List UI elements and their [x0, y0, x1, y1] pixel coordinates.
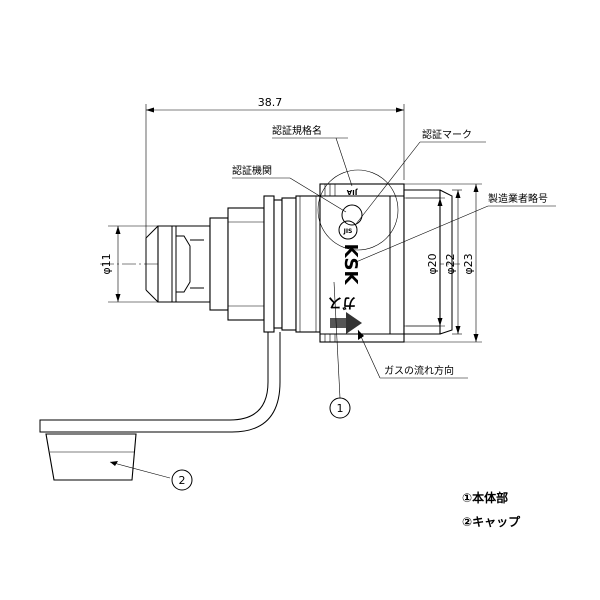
balloon-1-number: 1 [337, 402, 344, 415]
brand-mark: KSK [340, 244, 361, 286]
diameter-dimensions: φ20 φ22 φ23 [404, 183, 482, 343]
flow-direction-label: ガスの流れ方向 [384, 364, 454, 377]
socket-body [319, 183, 453, 343]
plug-part [145, 225, 211, 303]
dia20-value: φ20 [426, 253, 439, 274]
dia23-value: φ23 [462, 253, 475, 274]
gas-mark: ガス [328, 294, 356, 310]
cert-standard-label: 認証規格名 [272, 124, 322, 137]
cert-mark-label: 認証マーク [422, 128, 472, 141]
maker-code-label: 製造業者略号 [488, 192, 548, 205]
cert-body-mark-icon [341, 204, 363, 226]
length-value: 38.7 [258, 96, 283, 109]
cert-text-mark: JIA [346, 188, 358, 196]
length-dimension: 38.7 [145, 96, 405, 246]
legend-item-2: ②キャップ [462, 514, 521, 529]
flange-stack [209, 195, 321, 333]
dia22-value: φ22 [444, 253, 457, 274]
cap-assembly: 2 [39, 332, 281, 491]
cert-mark-zoom-circle [317, 169, 399, 251]
cert-mark-circle-icon [338, 220, 358, 240]
cert-body-label: 認証機関 [232, 164, 272, 177]
balloon-2 [171, 469, 193, 491]
svg-text:JIS: JIS [343, 228, 353, 235]
legend-item-1: ①本体部 [462, 490, 508, 505]
balloon-2-number: 2 [179, 474, 186, 487]
parts-legend: ①本体部 ②キャップ [462, 490, 521, 529]
balloon-1 [329, 397, 351, 419]
callouts: 認証規格名 認証マーク 認証機関 製造業者略号 ガスの流れ方向 1 [232, 124, 556, 419]
flow-arrow-icon [330, 318, 346, 328]
